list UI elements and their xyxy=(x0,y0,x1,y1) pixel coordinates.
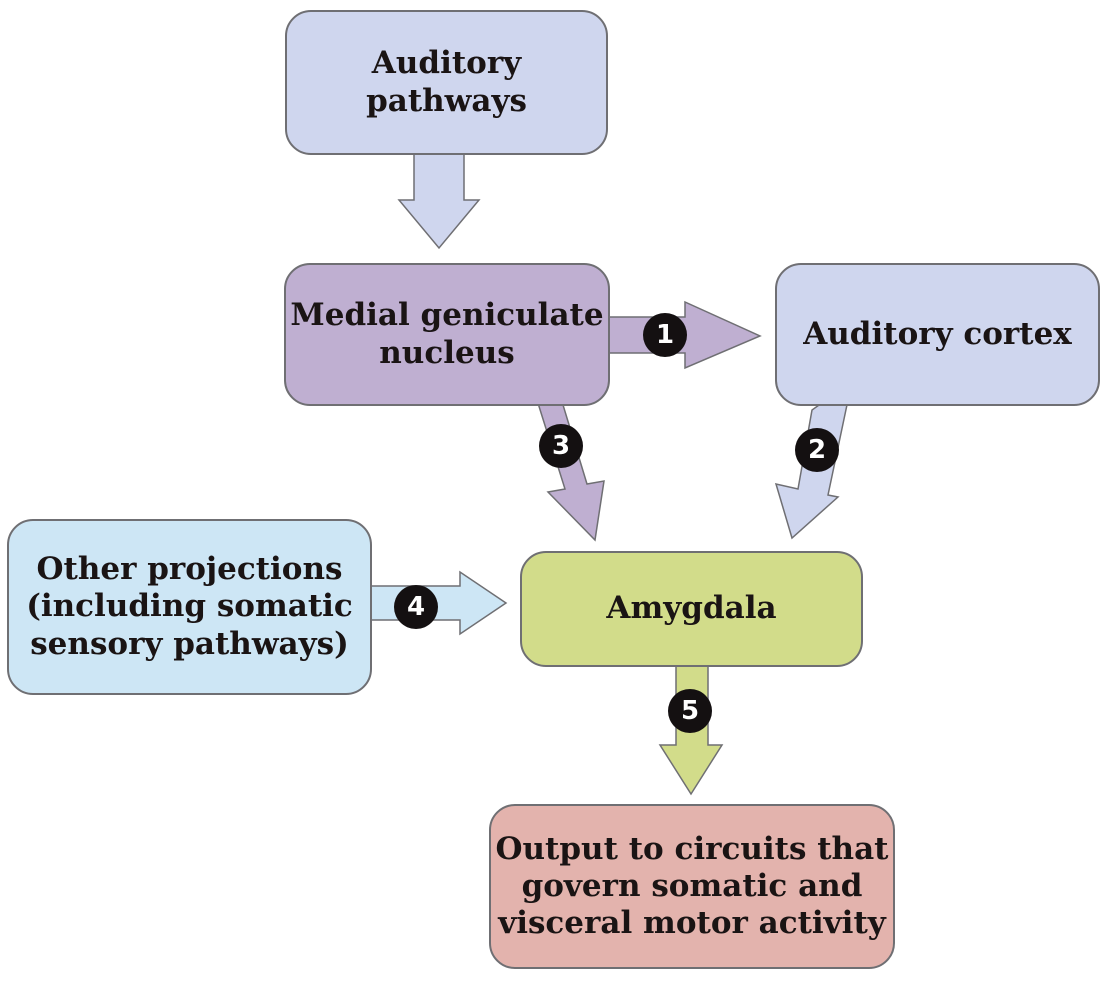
badge-2: 2 xyxy=(795,428,839,472)
badge-4: 4 xyxy=(394,585,438,629)
node-medial-geniculate-nucleus: Medial geniculate nucleus xyxy=(284,263,610,406)
node-amygdala: Amygdala xyxy=(520,551,863,667)
node-auditory-cortex: Auditory cortex xyxy=(775,263,1100,406)
badge-1: 1 xyxy=(643,313,687,357)
node-medial-geniculate-label: Medial geniculate nucleus xyxy=(290,297,604,371)
node-amygdala-label: Amygdala xyxy=(606,590,777,627)
node-auditory-cortex-label: Auditory cortex xyxy=(803,315,1072,352)
node-other-projections: Other projections (including somatic sen… xyxy=(7,519,372,695)
node-output-motor-circuits: Output to circuits that govern somatic a… xyxy=(489,804,895,969)
node-auditory-pathways-label: Auditory pathways xyxy=(366,45,527,119)
arrow-auditory-pathways-to-mgn xyxy=(397,149,481,250)
badge-5: 5 xyxy=(668,689,712,733)
badge-3: 3 xyxy=(539,424,583,468)
node-other-projections-label: Other projections (including somatic sen… xyxy=(26,551,353,662)
node-auditory-pathways: Auditory pathways xyxy=(285,10,608,155)
node-output-label: Output to circuits that govern somatic a… xyxy=(495,830,889,942)
